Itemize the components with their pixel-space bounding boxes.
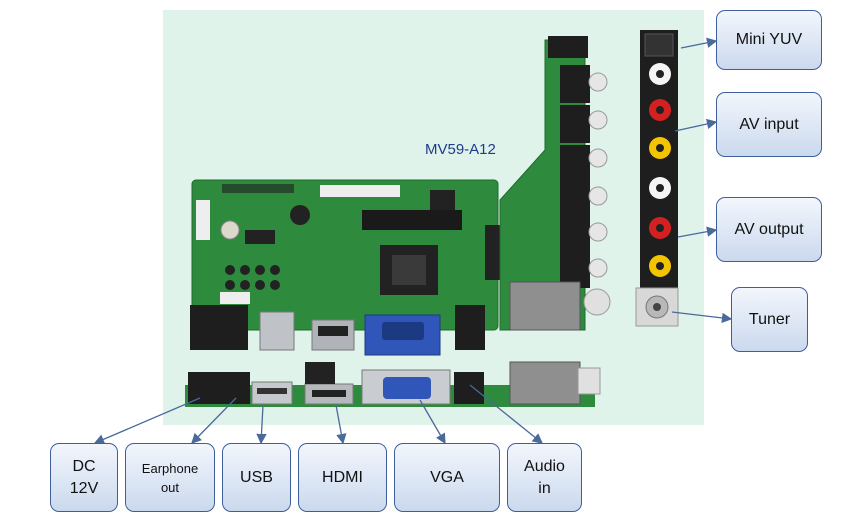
main-board-pcb <box>190 179 515 356</box>
callout-usb: USB <box>222 443 291 512</box>
callout-tuner: Tuner <box>731 287 808 352</box>
board-model-label: MV59-A12 <box>425 141 496 158</box>
callout-dc-12v: DC 12V <box>50 443 118 512</box>
callout-audio-in: Audio in <box>507 443 582 512</box>
callout-av-input: AV input <box>716 92 822 157</box>
callout-av-output: AV output <box>716 197 822 262</box>
callout-mini-yuv: Mini YUV <box>716 10 822 70</box>
edge-view-board <box>185 361 601 407</box>
connector-strip <box>635 30 679 327</box>
callout-hdmi: HDMI <box>298 443 387 512</box>
callout-vga: VGA <box>394 443 500 512</box>
callout-earphone-out: Earphone out <box>125 443 215 512</box>
callout-arrows <box>93 37 733 445</box>
av-side-board <box>499 36 611 331</box>
